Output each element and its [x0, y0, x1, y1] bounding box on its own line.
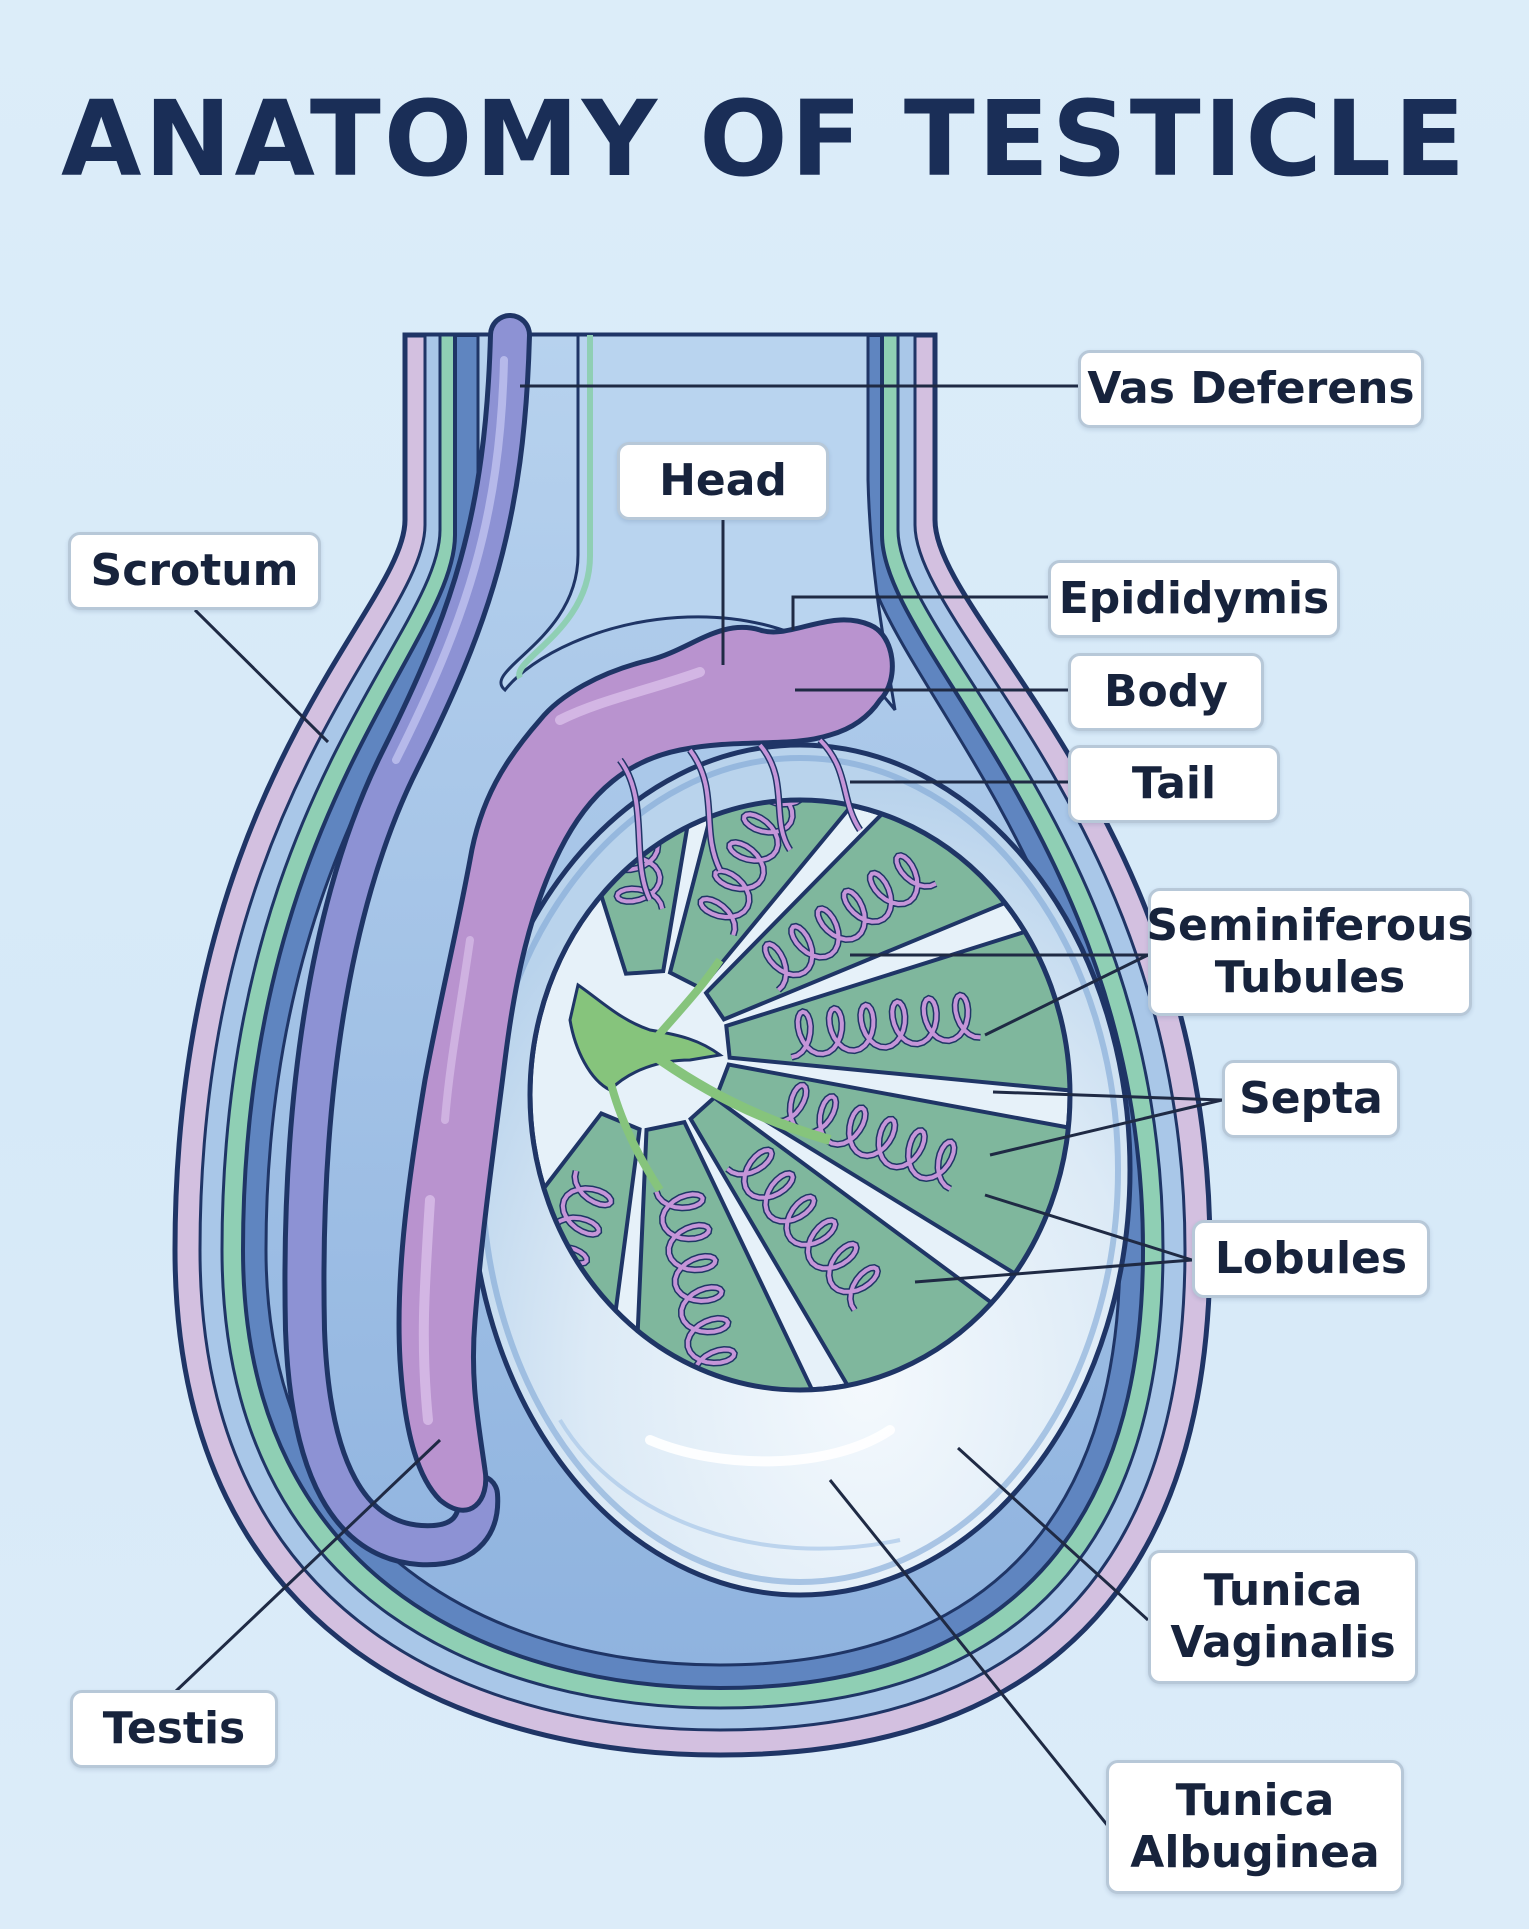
label-seminiferous-tubules: Seminiferous Tubules: [1146, 888, 1474, 1016]
lobule-wedge: [667, 800, 984, 991]
leader-lobules-2: [914, 1258, 1193, 1284]
label-septa: Septa: [1222, 1060, 1400, 1138]
leader-scrotum: [193, 608, 330, 744]
label-testis: Testis: [70, 1690, 278, 1768]
leader-epididymis: [791, 595, 1050, 630]
seminiferous-tubule-inner: [726, 1147, 880, 1312]
seminiferous-tubule-inner: [654, 1190, 737, 1378]
lobule-wedge: [703, 800, 1070, 1022]
leader-septa-1: [992, 1090, 1223, 1102]
leader-tunica-vaginalis: [956, 1446, 1150, 1622]
seminiferous-tubule-inner: [763, 853, 937, 992]
label-vas-deferens: Vas Deferens: [1078, 350, 1424, 428]
lobule-wedge: [688, 1095, 1070, 1390]
label-tunica-albuginea: Tunica Albuginea: [1106, 1760, 1404, 1894]
lobule-wedge: [625, 1119, 877, 1390]
lobules-section: [530, 800, 1070, 1390]
leader-lines: [173, 384, 1223, 1827]
label-scrotum: Scrotum: [68, 532, 321, 610]
leader-lobules-1: [984, 1193, 1193, 1262]
inner-sac: [499, 333, 897, 711]
leader-testis: [173, 1438, 442, 1694]
epididymis: [396, 617, 895, 1513]
leader-tubules-2: [984, 953, 1149, 1037]
lobule-wedge: [530, 1111, 642, 1390]
seminiferous-tubule-inner: [790, 993, 981, 1060]
label-head: Head: [617, 442, 829, 520]
label-lobules: Lobules: [1192, 1220, 1430, 1298]
leader-septa-2: [989, 1098, 1223, 1157]
leader-tunica-albuginea: [828, 1479, 1110, 1827]
label-body: Body: [1068, 653, 1264, 731]
page-title: ANATOMY OF TESTICLE: [60, 78, 1469, 200]
label-tunica-vaginalis: Tunica Vaginalis: [1148, 1550, 1418, 1684]
seminiferous-tubule-inner: [698, 800, 821, 936]
label-tail: Tail: [1068, 745, 1280, 823]
lobule-wedge: [530, 800, 739, 976]
rete-testis: [568, 982, 724, 1092]
label-epididymis: Epididymis: [1048, 560, 1340, 638]
